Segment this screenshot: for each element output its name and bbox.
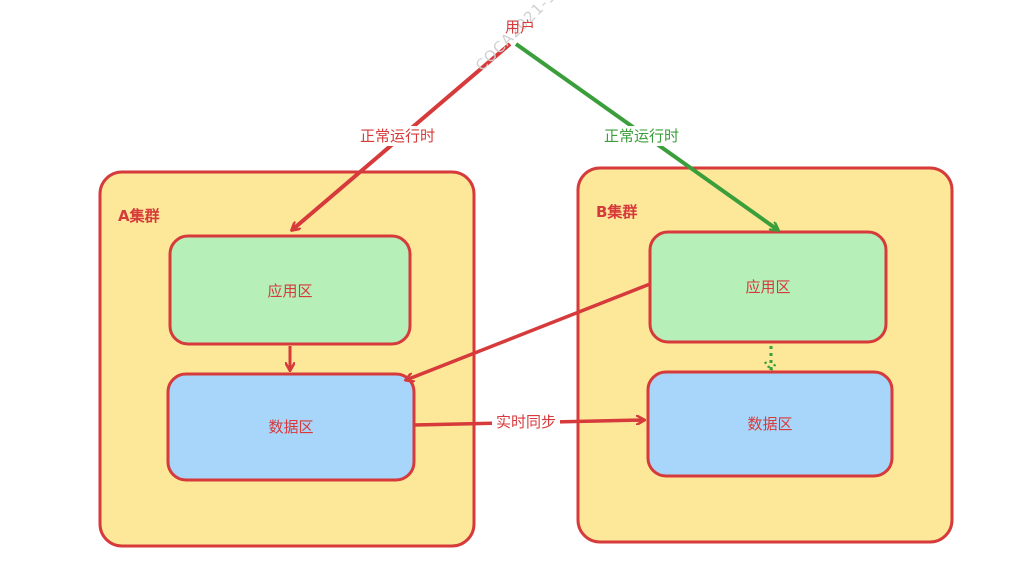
cluster-a-title: A集群 <box>118 207 160 225</box>
cluster-b-app-zone <box>648 230 888 344</box>
cluster-a-app-label: 应用区 <box>267 282 313 300</box>
cluster-a-app-zone <box>168 234 412 346</box>
cluster-b-data-label: 数据区 <box>747 415 793 433</box>
cluster-a-data-label: 数据区 <box>268 418 314 436</box>
cluster-a-data-zone <box>166 372 416 482</box>
label-sync: 实时同步 <box>492 412 561 432</box>
arrow-b-app-to-a-data <box>406 282 651 380</box>
label-left-normal: 正常运行时 <box>356 126 440 146</box>
dotted-arrowhead <box>764 361 778 373</box>
cluster-a-box <box>98 170 476 548</box>
label-right-normal: 正常运行时 <box>600 126 684 146</box>
cluster-b-data-zone <box>646 370 894 478</box>
user-label: 用户 <box>504 18 535 36</box>
cluster-b-box <box>576 166 954 544</box>
cluster-b-app-label: 应用区 <box>745 278 791 296</box>
cluster-b-title: B集群 <box>596 203 638 221</box>
